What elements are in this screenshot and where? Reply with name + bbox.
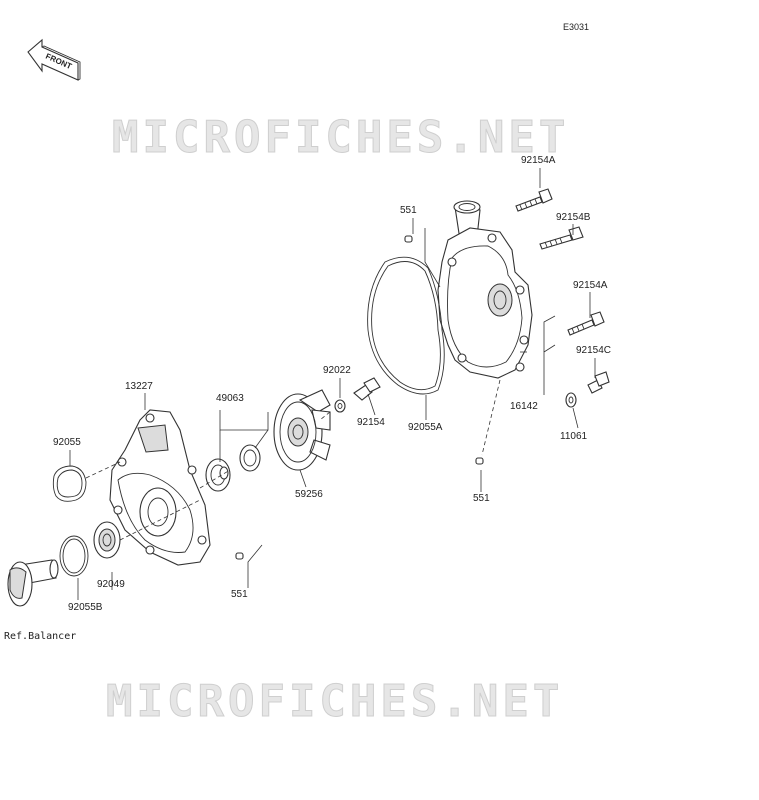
label-92154: 92154: [357, 417, 385, 428]
o-ring-92055: [52, 465, 87, 502]
bolt-92154a-top: [515, 188, 553, 212]
cover-13227: [109, 409, 211, 566]
dowel-pin-top: [404, 235, 413, 243]
washer-92022: [334, 399, 346, 413]
washer-11061: [565, 392, 577, 408]
label-59256: 59256: [295, 489, 323, 500]
label-92154b: 92154B: [556, 212, 591, 223]
label-92022: 92022: [323, 365, 351, 376]
seal-49063-b: [239, 444, 261, 472]
label-551-mid: 551: [473, 493, 490, 504]
label-92055: 92055: [53, 437, 81, 448]
bolt-92154a-mid: [567, 311, 605, 336]
label-92154a-mid: 92154A: [573, 280, 608, 291]
ref-balancer-label: Ref.Balancer: [4, 631, 76, 642]
label-13227: 13227: [125, 381, 153, 392]
diagram-code: E3031: [563, 22, 589, 32]
oil-seal-92049: [93, 521, 121, 559]
dowel-pin-mid: [475, 457, 484, 465]
label-551-top: 551: [400, 205, 417, 216]
label-92055b: 92055B: [68, 602, 103, 613]
label-49063: 49063: [216, 393, 244, 404]
o-ring-92055b: [59, 535, 89, 577]
leader-lines: [69, 168, 596, 600]
front-arrow-icon: FRONT: [27, 38, 81, 81]
label-551-low: 551: [231, 589, 248, 600]
impeller-59256: [273, 389, 331, 471]
watermark-bottom: MICROFICHES.NET: [106, 676, 563, 727]
seal-49063-a: [205, 458, 231, 492]
bolt-92154: [353, 377, 381, 401]
bolt-92154c: [587, 371, 610, 394]
label-11061: 11061: [560, 431, 588, 442]
label-16142: 16142: [510, 401, 538, 412]
balancer-shaft: [7, 559, 59, 607]
water-pump-cover: [437, 200, 533, 379]
label-92055a: 92055A: [408, 422, 443, 433]
label-92154c: 92154C: [576, 345, 611, 356]
label-92154a-top: 92154A: [521, 155, 556, 166]
label-92049: 92049: [97, 579, 125, 590]
bolt-92154b: [539, 226, 584, 250]
o-ring-92055a: [367, 256, 445, 395]
watermark-top: MICROFICHES.NET: [112, 112, 569, 163]
dowel-pin-low: [235, 552, 244, 560]
